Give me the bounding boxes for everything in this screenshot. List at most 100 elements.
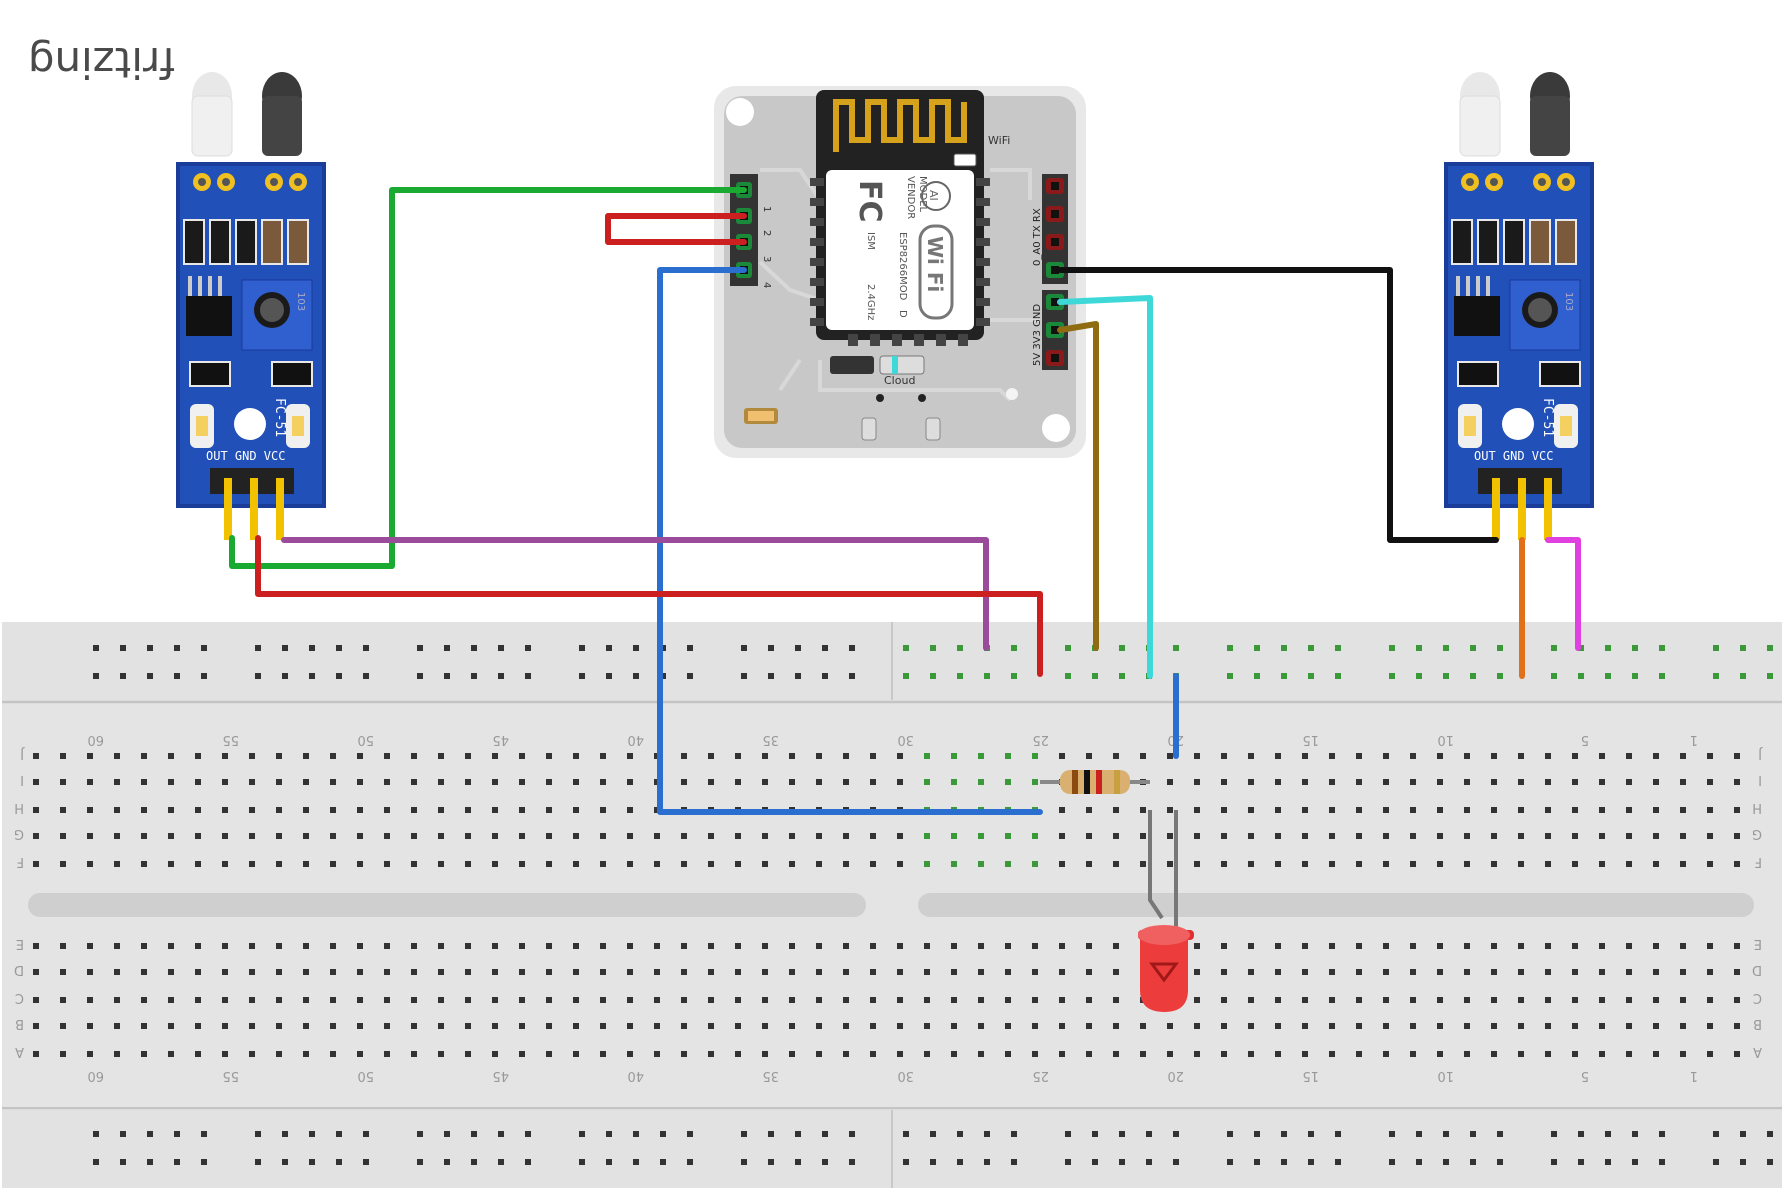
breadboard-hole[interactable] [141, 1023, 147, 1029]
breadboard-hole[interactable] [546, 997, 552, 1003]
breadboard-hole[interactable] [303, 753, 309, 759]
breadboard-hole[interactable] [303, 1023, 309, 1029]
breadboard-hole[interactable] [1599, 779, 1605, 785]
breadboard-hole[interactable] [330, 833, 336, 839]
breadboard-hole[interactable] [1302, 997, 1308, 1003]
breadboard-hole[interactable] [1491, 833, 1497, 839]
breadboard-hole[interactable] [1140, 753, 1146, 759]
breadboard-hole[interactable] [897, 1051, 903, 1057]
breadboard-hole[interactable] [1572, 997, 1578, 1003]
rail-hole[interactable] [1551, 1159, 1557, 1165]
breadboard-hole[interactable] [1086, 861, 1092, 867]
rail-hole[interactable] [444, 673, 450, 679]
breadboard-hole[interactable] [1518, 753, 1524, 759]
breadboard-hole[interactable] [87, 1051, 93, 1057]
rail-hole[interactable] [903, 645, 909, 651]
breadboard-hole[interactable] [1437, 833, 1443, 839]
breadboard-hole[interactable] [816, 833, 822, 839]
breadboard-hole[interactable] [276, 861, 282, 867]
breadboard-hole[interactable] [1356, 1051, 1362, 1057]
breadboard-hole[interactable] [330, 997, 336, 1003]
breadboard-hole[interactable] [897, 969, 903, 975]
rail-hole[interactable] [417, 673, 423, 679]
rail-hole[interactable] [1065, 1159, 1071, 1165]
breadboard-hole[interactable] [492, 1023, 498, 1029]
breadboard-hole[interactable] [384, 943, 390, 949]
rail-hole[interactable] [1578, 673, 1584, 679]
breadboard-hole[interactable] [1491, 1051, 1497, 1057]
rail-hole[interactable] [1551, 673, 1557, 679]
breadboard-hole[interactable] [843, 1051, 849, 1057]
breadboard-hole[interactable] [1491, 943, 1497, 949]
breadboard-hole[interactable] [897, 1023, 903, 1029]
breadboard-hole[interactable] [60, 779, 66, 785]
breadboard-hole[interactable] [1059, 997, 1065, 1003]
rail-hole[interactable] [93, 645, 99, 651]
rail-hole[interactable] [1767, 1159, 1773, 1165]
rail-hole[interactable] [1740, 673, 1746, 679]
breadboard-hole[interactable] [843, 833, 849, 839]
breadboard-hole[interactable] [1464, 833, 1470, 839]
breadboard-hole[interactable] [870, 943, 876, 949]
breadboard-hole[interactable] [1734, 833, 1740, 839]
breadboard-hole[interactable] [114, 1051, 120, 1057]
breadboard-hole[interactable] [249, 779, 255, 785]
rail-hole[interactable] [579, 673, 585, 679]
breadboard-hole[interactable] [978, 1023, 984, 1029]
rail-hole[interactable] [795, 1131, 801, 1137]
breadboard-hole[interactable] [249, 833, 255, 839]
breadboard-hole[interactable] [951, 969, 957, 975]
breadboard-hole[interactable] [1248, 833, 1254, 839]
breadboard-hole[interactable] [1518, 807, 1524, 813]
breadboard-hole[interactable] [222, 833, 228, 839]
wire-green[interactable] [229, 187, 747, 569]
breadboard-hole[interactable] [249, 807, 255, 813]
breadboard-hole[interactable] [1005, 753, 1011, 759]
breadboard-hole[interactable] [1707, 1023, 1713, 1029]
breadboard-hole[interactable] [1680, 807, 1686, 813]
breadboard-hole[interactable] [600, 833, 606, 839]
breadboard-hole[interactable] [411, 779, 417, 785]
breadboard-hole[interactable] [1194, 969, 1200, 975]
breadboard-hole[interactable] [870, 1051, 876, 1057]
breadboard-hole[interactable] [1302, 861, 1308, 867]
breadboard-hole[interactable] [600, 861, 606, 867]
breadboard-hole[interactable] [681, 1051, 687, 1057]
breadboard-hole[interactable] [1032, 753, 1038, 759]
breadboard-hole[interactable] [870, 861, 876, 867]
breadboard-hole[interactable] [708, 943, 714, 949]
breadboard-hole[interactable] [1005, 1023, 1011, 1029]
breadboard-hole[interactable] [789, 1023, 795, 1029]
rail-hole[interactable] [1659, 673, 1665, 679]
breadboard-hole[interactable] [492, 943, 498, 949]
rail-hole[interactable] [633, 645, 639, 651]
rail-hole[interactable] [1443, 673, 1449, 679]
breadboard-hole[interactable] [1059, 833, 1065, 839]
breadboard-hole[interactable] [411, 861, 417, 867]
rail-hole[interactable] [687, 645, 693, 651]
breadboard-hole[interactable] [1599, 997, 1605, 1003]
breadboard-hole[interactable] [411, 753, 417, 759]
ir-sensor-left[interactable]: 103 FC-51 OUT GND VCC [176, 72, 326, 540]
rail-hole[interactable] [1281, 673, 1287, 679]
rail-hole[interactable] [471, 1159, 477, 1165]
rail-hole[interactable] [336, 673, 342, 679]
rail-hole[interactable] [1173, 645, 1179, 651]
breadboard-hole[interactable] [1464, 779, 1470, 785]
rail-hole[interactable] [1254, 1131, 1260, 1137]
breadboard-hole[interactable] [141, 753, 147, 759]
breadboard-hole[interactable] [330, 969, 336, 975]
breadboard-hole[interactable] [654, 1023, 660, 1029]
rail-hole[interactable] [282, 1131, 288, 1137]
wire-black[interactable] [1057, 267, 1499, 543]
breadboard-hole[interactable] [1464, 969, 1470, 975]
breadboard-hole[interactable] [33, 779, 39, 785]
rail-hole[interactable] [471, 645, 477, 651]
rail-hole[interactable] [120, 673, 126, 679]
rail-hole[interactable] [795, 673, 801, 679]
breadboard-hole[interactable] [1275, 861, 1281, 867]
breadboard-hole[interactable] [1167, 1023, 1173, 1029]
breadboard-hole[interactable] [546, 1023, 552, 1029]
breadboard-hole[interactable] [1248, 943, 1254, 949]
rail-hole[interactable] [525, 673, 531, 679]
